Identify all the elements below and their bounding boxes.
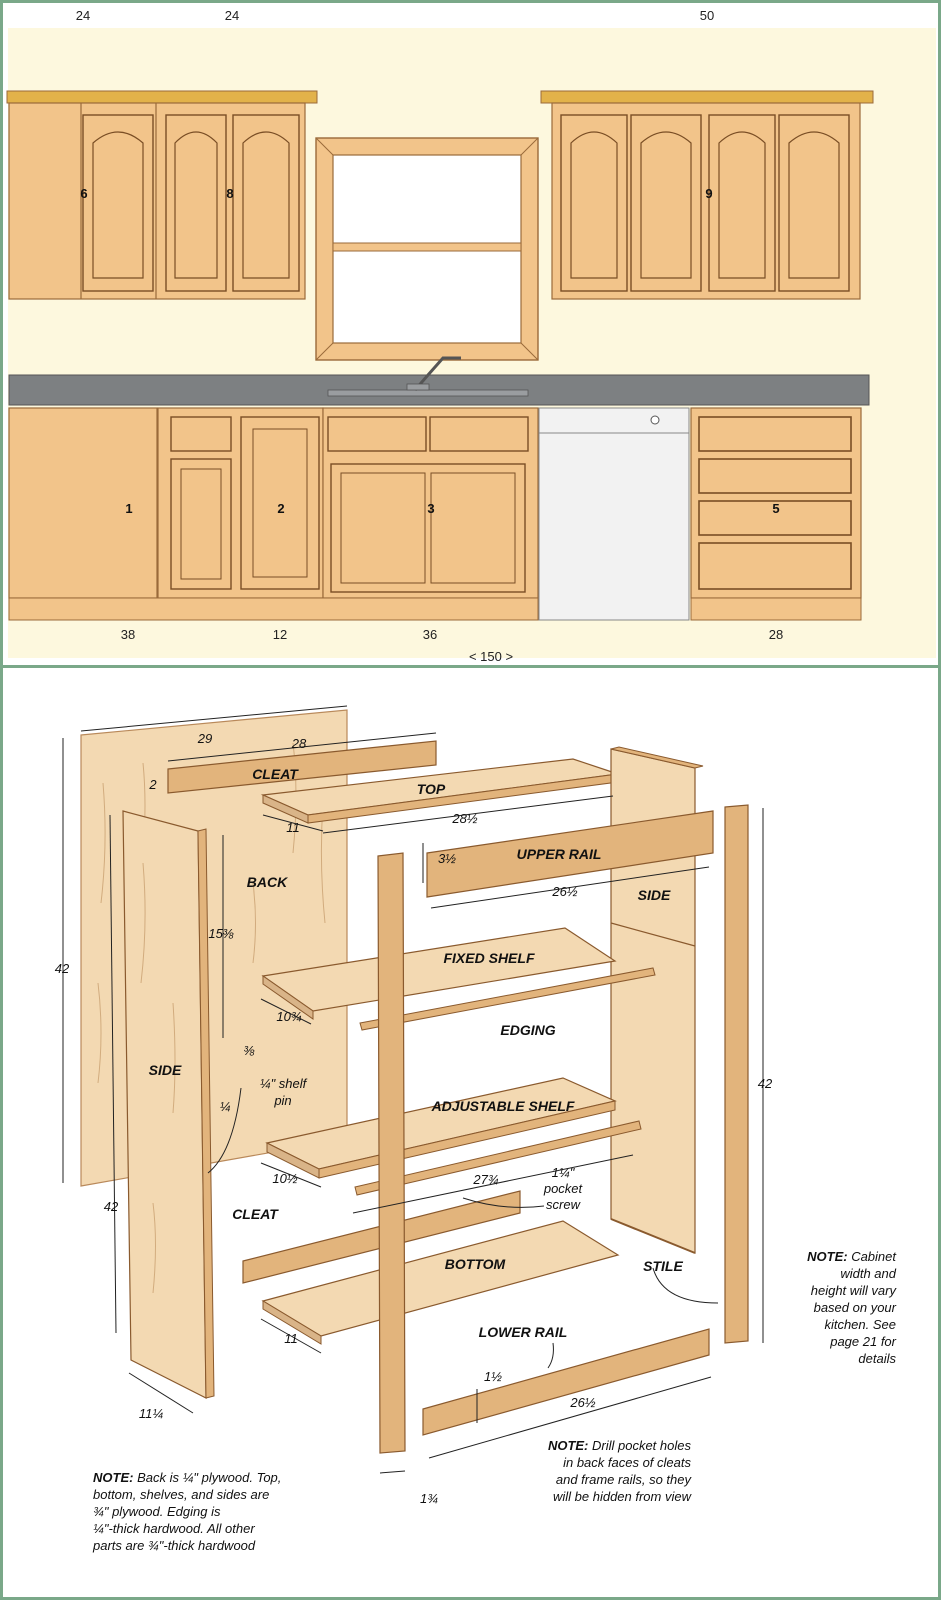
note-right-line: height will vary: [811, 1283, 898, 1298]
cleat-top: [167, 740, 437, 794]
dim-back-height: 42: [55, 961, 70, 976]
note-right-line: kitchen. See: [824, 1317, 896, 1332]
dim-lower-rail-length: 26½: [569, 1395, 595, 1410]
bottom-width-label: 12: [273, 627, 287, 642]
stile-center: [377, 852, 406, 1454]
dim-top-depth: 11: [286, 820, 300, 835]
note-left-line: ¾" plywood. Edging is: [93, 1504, 221, 1519]
cabinet-number: 9: [705, 186, 712, 201]
label-back: BACK: [247, 874, 288, 890]
dim-bottom-depth: 11: [284, 1331, 298, 1346]
dim-upper-rail-height: 3½: [438, 851, 456, 866]
cabinet-number: 8: [226, 186, 233, 201]
svg-text:NOTE: Cabinet: NOTE: Cabinet: [807, 1249, 897, 1264]
cabinet-number: 3: [427, 501, 434, 516]
note-middle-bold: NOTE:: [548, 1438, 588, 1453]
label-adjustable-shelf: ADJUSTABLE SHELF: [431, 1098, 575, 1114]
dim-upper-rail-length: 26½: [551, 884, 577, 899]
dim-back-width: 29: [197, 731, 212, 746]
note-left: NOTE: Back is ¼" plywood. Top, bottom, s…: [92, 1470, 281, 1553]
note-right-bold: NOTE:: [807, 1249, 847, 1264]
stile-right: [724, 804, 749, 1344]
dim-top-width: 28½: [451, 811, 477, 826]
note-left-bold: NOTE:: [93, 1470, 133, 1485]
dim-cleat-height: 2: [148, 777, 157, 792]
cabinet-number: 2: [277, 501, 284, 516]
label-stile: STILE: [643, 1258, 683, 1274]
note-right: NOTE: Cabinet width and height will vary…: [807, 1249, 897, 1366]
top-width-label: 24: [225, 8, 239, 23]
label-bottom: BOTTOM: [445, 1256, 506, 1272]
window: [315, 137, 539, 361]
note-left-line: bottom, shelves, and sides are: [93, 1487, 269, 1502]
note-left-line: ¼"-thick hardwood. All other: [93, 1521, 255, 1536]
label-cleat-top: CLEAT: [252, 766, 299, 782]
bottom-width-label: 28: [769, 627, 783, 642]
bottom-width-label: 38: [121, 627, 135, 642]
svg-text:NOTE: Drill pocket holes: NOTE: Drill pocket holes: [548, 1438, 692, 1453]
upper-cabinet-left: 6 8: [6, 90, 318, 300]
note-middle-line: in back faces of cleats: [563, 1455, 691, 1470]
pocket-screw-callout: pocket: [543, 1181, 584, 1196]
dim-pin-side: ¼: [220, 1099, 231, 1114]
label-side-left: SIDE: [149, 1062, 182, 1078]
label-cleat-bottom: CLEAT: [232, 1206, 279, 1222]
edging-strip: [359, 967, 656, 1031]
side-panel-left: [122, 810, 207, 1399]
label-upper-rail: UPPER RAIL: [517, 846, 602, 862]
label-lower-rail: LOWER RAIL: [479, 1324, 568, 1340]
note-right-line: width and: [840, 1266, 896, 1281]
kitchen-elevation: 24 24 50 6 8: [3, 3, 938, 665]
note-middle-line: Drill pocket holes: [588, 1438, 691, 1453]
panel-divider: [3, 665, 938, 668]
pocket-screw-callout: screw: [546, 1197, 582, 1212]
label-edging: EDGING: [500, 1022, 555, 1038]
upper-rail: [426, 810, 714, 898]
note-right-line: page 21 for: [829, 1334, 896, 1349]
note-right-line: details: [858, 1351, 896, 1366]
top-width-label: 24: [76, 8, 90, 23]
exploded-view: CLEAT TOP BACK UPPER RAIL SIDE FIXED SHE…: [6, 668, 938, 1597]
dim-edging-length: 27¾: [472, 1172, 498, 1187]
note-right-line: based on your: [814, 1300, 897, 1315]
dim-pin-spacing: 15⅜: [208, 926, 233, 941]
svg-text:NOTE: Back is ¼" plywood. Top,: NOTE: Back is ¼" plywood. Top,: [93, 1470, 281, 1485]
dim-adj-shelf-depth: 10½: [272, 1171, 297, 1186]
note-middle-line: will be hidden from view: [553, 1489, 693, 1504]
note-left-line: Back is ¼" plywood. Top,: [133, 1470, 281, 1485]
pocket-screw-callout: 1¼": [552, 1165, 576, 1180]
note-middle: NOTE: Drill pocket holes in back faces o…: [548, 1438, 693, 1504]
dim-pin-top: ⅜: [244, 1043, 255, 1058]
shelf-pin-callout: ¼" shelf: [260, 1076, 308, 1091]
dim-side-height: 42: [104, 1199, 119, 1214]
label-fixed-shelf: FIXED SHELF: [443, 950, 534, 966]
base-cabinets: 1 2 3 5: [8, 407, 862, 621]
illustration-canvas: 24 24 50 6 8: [3, 3, 938, 1597]
total-width-label: < 150 >: [469, 649, 513, 664]
dim-stile-width: 1¾: [420, 1491, 438, 1506]
upper-cabinet-right: 9: [540, 90, 874, 300]
label-top: TOP: [417, 781, 446, 797]
dim-side-depth: 11¼: [139, 1406, 163, 1421]
shelf-pin-callout: pin: [273, 1093, 291, 1108]
bottom-width-label: 36: [423, 627, 437, 642]
dim-lower-rail-height: 1½: [484, 1369, 502, 1384]
lower-rail: [422, 1328, 710, 1436]
note-left-line: parts are ¾"-thick hardwood: [92, 1538, 256, 1553]
note-right-line: Cabinet: [848, 1249, 898, 1264]
cabinet-number: 1: [125, 501, 132, 516]
dim-cleat-length: 28: [291, 736, 307, 751]
label-side-right: SIDE: [638, 887, 671, 903]
top-width-label: 50: [700, 8, 714, 23]
cabinet-number: 6: [80, 186, 87, 201]
note-middle-line: and frame rails, so they: [556, 1472, 693, 1487]
dim-stile-height: 42: [758, 1076, 773, 1091]
cabinet-number: 5: [772, 501, 779, 516]
dim-fixed-shelf-depth: 10¾: [276, 1009, 301, 1024]
countertop: [8, 356, 870, 406]
